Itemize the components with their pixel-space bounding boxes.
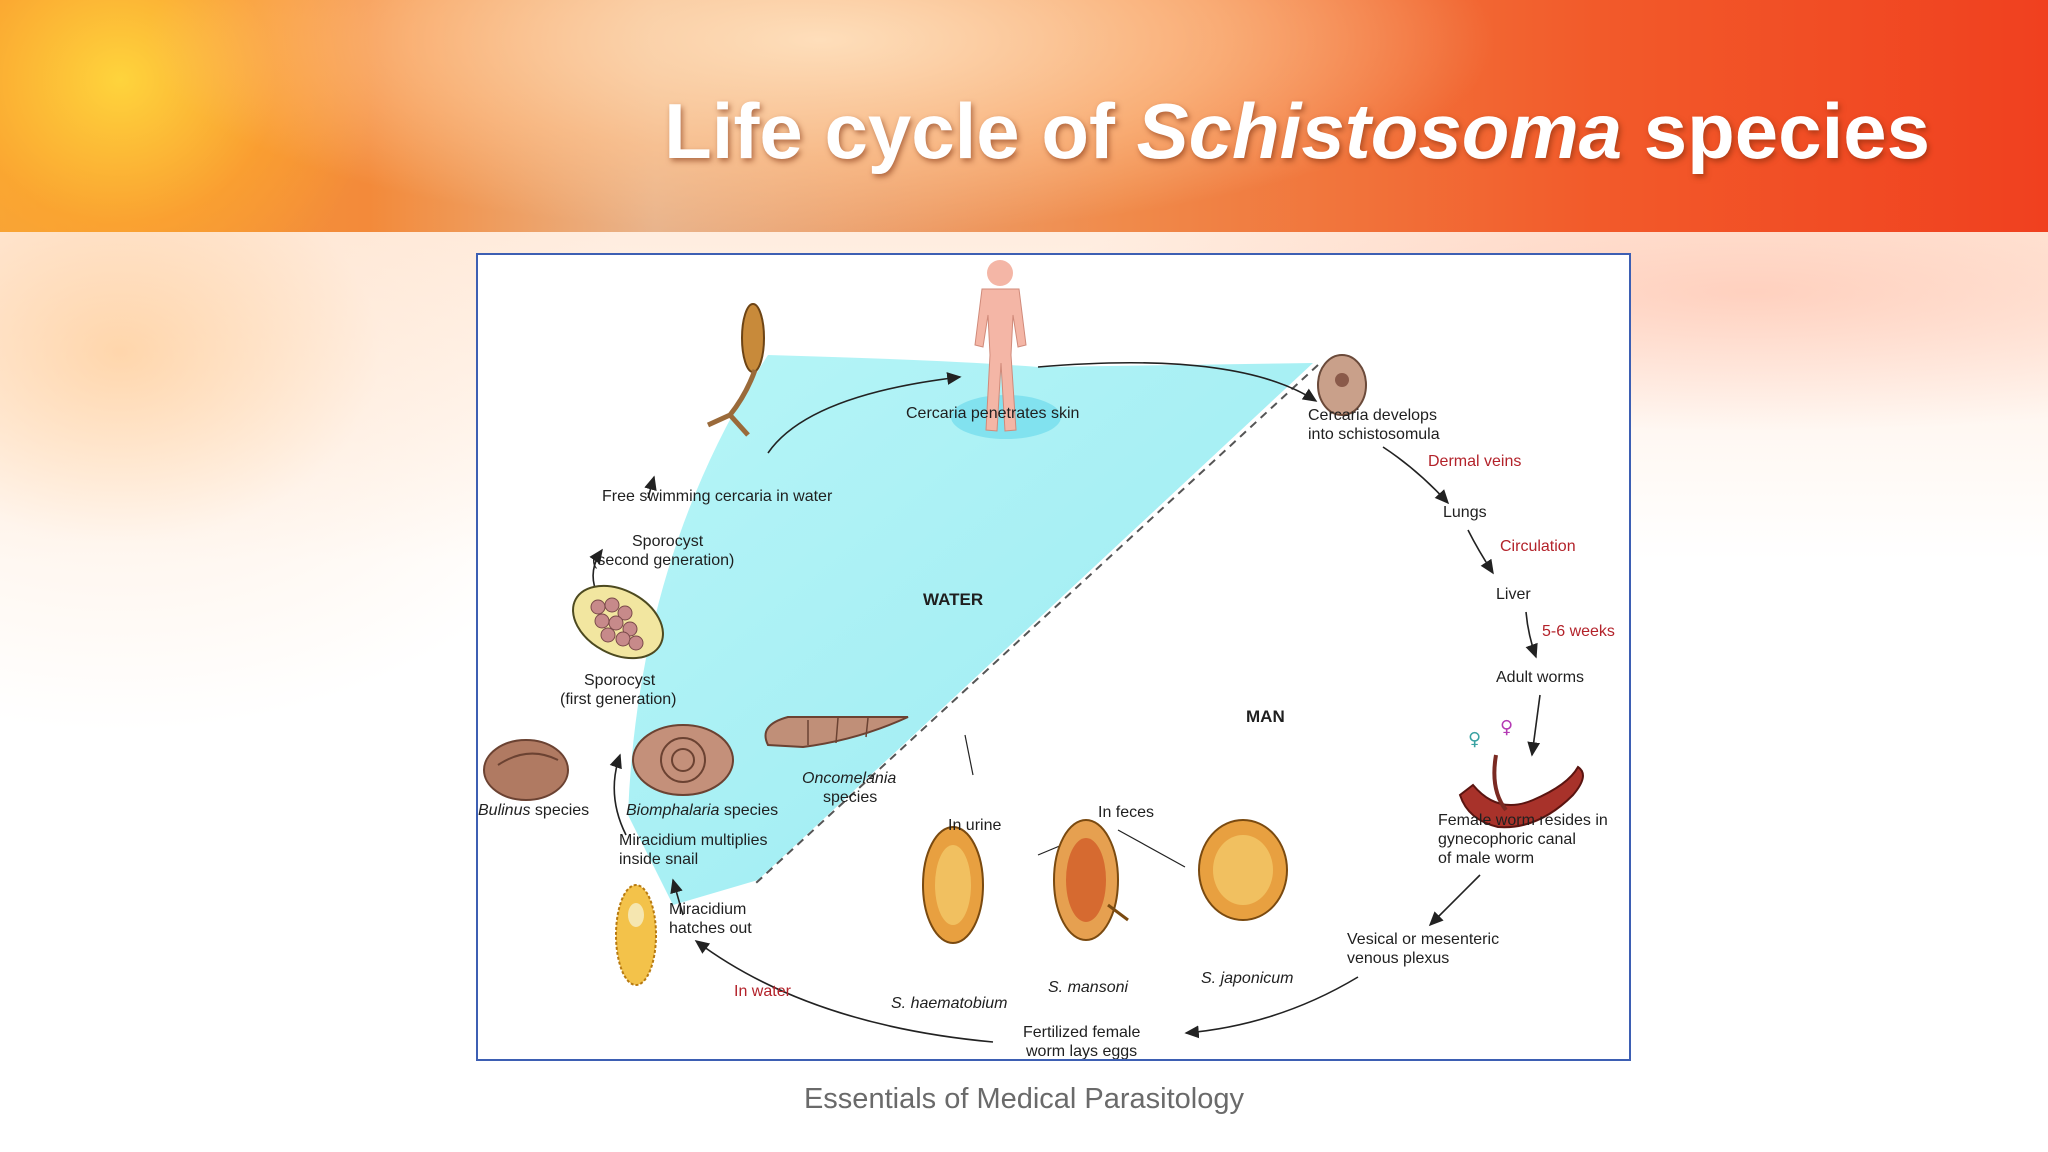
arrow-to-sporocyst1 <box>609 753 627 836</box>
sporocyst-icon <box>572 584 664 660</box>
svg-text:♀: ♀ <box>1468 729 1481 750</box>
biomphalaria-snail-icon <box>632 724 734 796</box>
egg-japonicum-icon <box>1198 819 1288 921</box>
arrow-to-lungs <box>1382 446 1450 505</box>
label-free-swimming: Free swimming cercaria in water <box>602 488 833 505</box>
label-s-haematobium: S. haematobium <box>891 995 1008 1012</box>
label-biomphalaria: Biomphalaria species <box>626 802 778 819</box>
label-sporocyst1-2: (first generation) <box>560 691 677 708</box>
arrow-to-worms <box>1527 694 1541 757</box>
cycle-arc-top-right <box>1037 362 1318 402</box>
label-circulation: Circulation <box>1500 538 1576 555</box>
label-sporocyst1-1: Sporocyst <box>584 672 656 689</box>
egg-mansoni-icon <box>1053 819 1129 941</box>
label-fertilized-2: worm lays eggs <box>1025 1043 1137 1059</box>
schistosomula-icon <box>1317 354 1367 416</box>
svg-text:♀: ♀ <box>1500 717 1513 738</box>
arrow-to-urine-egg <box>964 734 974 776</box>
water-zone <box>628 355 1313 905</box>
label-oncomelania-1: Oncomelania <box>802 770 896 787</box>
arrow-to-cercaria <box>644 475 657 499</box>
arrow-to-plexus <box>1428 874 1481 927</box>
title-banner <box>0 0 2048 232</box>
label-adult-worms: Adult worms <box>1496 669 1584 686</box>
label-sporocyst2-1: Sporocyst <box>632 533 704 550</box>
label-water-zone: WATER <box>923 590 983 609</box>
arrow-to-miracidium <box>694 940 994 1043</box>
label-in-urine: In urine <box>948 817 1001 834</box>
label-bulinus-genus: Bulinus <box>478 802 530 819</box>
water-boundary-line <box>755 364 1319 884</box>
label-miracidium-multiplies-2: inside snail <box>619 851 698 868</box>
label-man-zone: MAN <box>1246 707 1285 726</box>
label-female-worm-1: Female worm resides in <box>1438 812 1608 829</box>
cercaria-icon <box>706 303 765 437</box>
label-female-worm-2: gynecophoric canal <box>1438 831 1576 848</box>
label-oncomelania-2: species <box>823 789 877 806</box>
adult-worms-icon: ♀ ♀ <box>1458 717 1584 829</box>
arrow-to-adult <box>1525 611 1538 659</box>
miracidium-icon <box>615 884 657 986</box>
arrow-to-snail <box>670 878 684 916</box>
title-text-end: species <box>1622 87 1930 175</box>
label-fertilized-1: Fertilized female <box>1023 1024 1140 1041</box>
label-vesical-2: venous plexus <box>1347 950 1449 967</box>
oncomelania-snail-icon <box>764 716 909 749</box>
bulinus-snail-icon <box>483 739 569 801</box>
life-cycle-diagram: ♀ ♀ Cercaria penetrates skin Cercaria de… <box>476 253 1631 1061</box>
human-figure-icon <box>951 260 1061 439</box>
label-cercaria-develops-2: into schistosomula <box>1308 426 1440 443</box>
label-s-japonicum: S. japonicum <box>1201 970 1294 987</box>
label-bulinus: Bulinus species <box>478 802 589 819</box>
label-cercaria-penetrates: Cercaria penetrates skin <box>906 405 1079 422</box>
label-vesical-1: Vesical or mesenteric <box>1347 931 1499 948</box>
label-miracidium-hatches-1: Miracidium <box>669 901 746 918</box>
label-in-feces: In feces <box>1098 804 1154 821</box>
egg-haematobium-icon <box>922 826 984 944</box>
label-bulinus-suffix: species <box>530 802 589 819</box>
label-miracidium-hatches-2: hatches out <box>669 920 752 937</box>
label-weeks: 5-6 weeks <box>1542 623 1615 640</box>
arrow-to-eggs <box>1184 976 1359 1039</box>
label-cercaria-develops-1: Cercaria develops <box>1308 407 1437 424</box>
label-biomphalaria-suffix: species <box>719 802 778 819</box>
label-miracidium-multiplies-1: Miracidium multiplies <box>619 832 767 849</box>
title-genus: Schistosoma <box>1136 87 1623 175</box>
label-female-worm-3: of male worm <box>1438 850 1534 867</box>
cycle-arc-top-left <box>767 372 962 454</box>
label-biomphalaria-genus: Biomphalaria <box>626 802 719 819</box>
slide-caption: Essentials of Medical Parasitology <box>803 1083 1245 1115</box>
slide-title: Life cycle of Schistosoma species <box>0 86 1930 177</box>
label-dermal-veins: Dermal veins <box>1428 453 1521 470</box>
title-text-start: Life cycle of <box>664 87 1137 175</box>
label-lungs: Lungs <box>1443 504 1487 521</box>
life-cycle-svg: ♀ ♀ Cercaria penetrates skin Cercaria de… <box>478 260 1615 1059</box>
label-in-water: In water <box>734 983 792 1000</box>
label-sporocyst2-2: (second generation) <box>592 552 734 569</box>
label-s-mansoni: S. mansoni <box>1048 979 1128 996</box>
label-liver: Liver <box>1496 586 1531 603</box>
arrow-to-liver <box>1467 529 1494 575</box>
